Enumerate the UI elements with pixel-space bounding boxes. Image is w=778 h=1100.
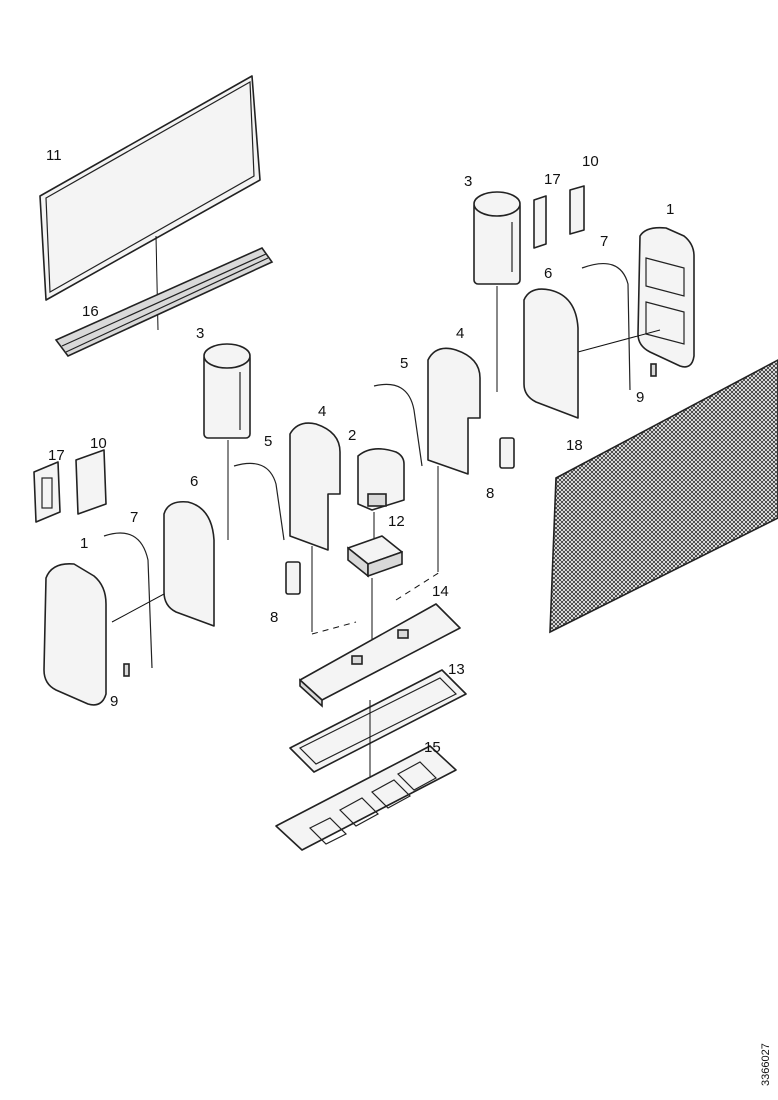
part-8-clip-center [285, 561, 301, 595]
label-4-center: 4 [318, 403, 326, 420]
part-12-tray [347, 535, 403, 664]
label-9-right: 9 [636, 389, 644, 406]
part-17-clip-right [533, 195, 547, 249]
label-2: 2 [348, 427, 356, 444]
dashed-connectors [311, 571, 441, 635]
part-13-frame [289, 669, 467, 780]
part-17-clip-left [33, 461, 61, 523]
label-13: 13 [448, 661, 465, 678]
label-17-right: 17 [544, 171, 561, 188]
part-1-housing-right [577, 226, 695, 368]
label-1-left: 1 [80, 535, 88, 552]
part-4-panel-center [289, 422, 341, 632]
label-7-left: 7 [130, 509, 138, 526]
label-6-right: 6 [544, 265, 552, 282]
label-14: 14 [432, 583, 449, 600]
part-14-board [299, 603, 461, 708]
label-18: 18 [566, 437, 583, 454]
label-8-right: 8 [486, 485, 494, 502]
part-5-strip-right [373, 383, 423, 467]
label-12: 12 [388, 513, 405, 530]
label-5-right: 5 [400, 355, 408, 372]
label-16-top: 16 [82, 303, 99, 320]
part-3-cylinder-right [473, 191, 521, 392]
part-8-clip-right [499, 437, 515, 469]
part-7-strip-left [103, 532, 153, 669]
part-7-strip-right [581, 263, 631, 391]
part-1-housing-left [43, 562, 191, 706]
label-11: 11 [46, 147, 62, 164]
label-17-left: 17 [48, 447, 65, 464]
part-10-clip-left [75, 449, 107, 515]
label-6-left: 6 [190, 473, 198, 490]
callout-labels: 11 16 3 17 10 1 7 6 9 5 4 8 3 17 10 1 7 … [46, 147, 674, 756]
label-8-center: 8 [270, 609, 278, 626]
label-10-right: 10 [582, 153, 599, 170]
part-5-strip-center [233, 462, 285, 541]
part-15-plate [275, 745, 457, 851]
part-2-module [357, 448, 405, 540]
label-7-right: 7 [600, 233, 608, 250]
label-4-right: 4 [456, 325, 464, 342]
label-9-left: 9 [110, 693, 118, 710]
label-15: 15 [424, 739, 441, 756]
part-9-screw-left [123, 663, 130, 677]
part-6-cover-right [523, 288, 579, 419]
label-5-center: 5 [264, 433, 272, 450]
part-10-clip-right [569, 185, 585, 235]
part-18-mesh-grille [549, 359, 778, 634]
part-3-cylinder-center [203, 343, 251, 540]
label-3-center: 3 [196, 325, 204, 342]
label-3-right: 3 [464, 173, 472, 190]
label-1-right: 1 [666, 201, 674, 218]
document-id: 3366027 [760, 1043, 772, 1086]
part-11-panel [39, 75, 261, 331]
part-6-cover-left [163, 500, 215, 627]
label-10-left: 10 [90, 435, 107, 452]
part-4-panel-right [427, 347, 481, 572]
part-9-screw-right [650, 363, 657, 377]
part-16-bracket [54, 247, 274, 357]
